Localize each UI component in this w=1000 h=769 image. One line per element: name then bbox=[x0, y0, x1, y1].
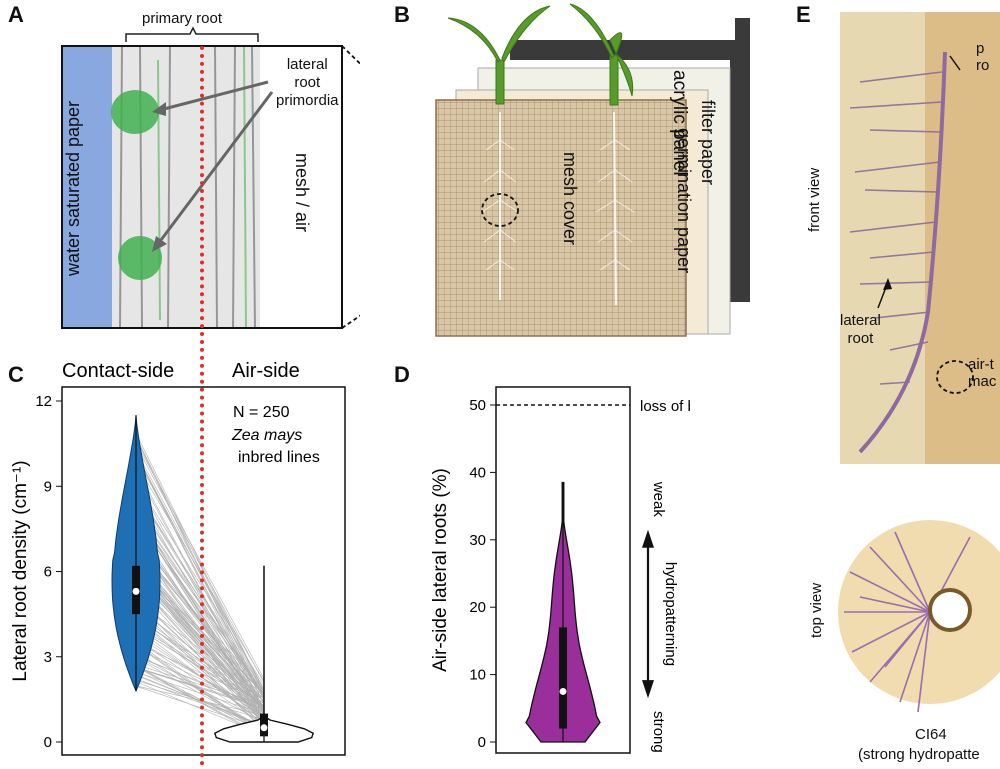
front-view-label: front view bbox=[806, 167, 823, 232]
paper-label: water saturated paper bbox=[63, 100, 84, 277]
air-macro-label: air-t mac bbox=[968, 356, 997, 390]
air-label: mesh / air bbox=[292, 152, 313, 233]
iqr-box bbox=[559, 627, 567, 729]
y-axis-label: Lateral root density (cm⁻¹) bbox=[10, 460, 31, 681]
panel-b-figure bbox=[435, 3, 750, 337]
annotation-species: Zea mays bbox=[231, 427, 302, 444]
arrow-head-down bbox=[642, 680, 654, 699]
mesh-label: mesh cover bbox=[560, 152, 580, 246]
panel-a-letter: A bbox=[8, 2, 24, 27]
filter-label: filter paper bbox=[698, 100, 718, 186]
acrylic-panel bbox=[510, 18, 750, 302]
y-tick-label: 10 bbox=[469, 667, 486, 684]
y-tick-label: 3 bbox=[44, 649, 52, 666]
category-label: Contact-side bbox=[62, 360, 174, 382]
panel-e-figure bbox=[838, 12, 1000, 713]
chart-d-frame bbox=[495, 386, 631, 754]
primordium-lower bbox=[118, 236, 162, 280]
primordia-label: lateral root primordia bbox=[276, 56, 339, 109]
scale-label-bottom: strong bbox=[650, 711, 667, 753]
median-point bbox=[260, 724, 268, 732]
y-tick-label: 9 bbox=[44, 478, 52, 495]
annotation-n: N = 250 bbox=[233, 404, 290, 421]
y-tick-label: 6 bbox=[44, 564, 52, 581]
y-tick-label: 0 bbox=[44, 734, 52, 751]
y-axis-label: Air-side lateral roots (%) bbox=[430, 468, 451, 672]
panel-a-figure bbox=[61, 26, 360, 329]
arrow-head-up bbox=[642, 529, 654, 548]
y-tick-label: 0 bbox=[478, 734, 486, 751]
line-name: CI64 bbox=[915, 726, 947, 743]
y-tick-label: 30 bbox=[469, 532, 486, 549]
divider-line bbox=[200, 46, 204, 766]
median-point bbox=[132, 587, 140, 595]
y-tick-label: 40 bbox=[469, 464, 486, 481]
primordium-upper bbox=[111, 90, 159, 134]
panel-e-letter: E bbox=[796, 2, 811, 27]
scale-label-top: weak bbox=[650, 481, 667, 518]
germination-label: germination paper bbox=[674, 128, 694, 274]
reference-line-label: loss of bias bbox=[640, 398, 690, 415]
panel-b-letter: B bbox=[394, 2, 410, 27]
panel-c-letter: C bbox=[8, 362, 24, 387]
category-label: Air-side bbox=[232, 360, 300, 382]
scale-label-middle: hydropatterning bbox=[662, 562, 679, 666]
line-desc: (strong hydropatte bbox=[858, 746, 980, 763]
y-tick-label: 50 bbox=[469, 397, 486, 414]
top-view-label: top view bbox=[808, 582, 825, 638]
y-tick-label: 20 bbox=[469, 599, 486, 616]
primary-root-cut-label: p ro bbox=[976, 40, 990, 74]
lateral-root-label: lateral root bbox=[840, 312, 881, 347]
y-tick-label: 12 bbox=[35, 393, 52, 410]
primary-root-label: primary root bbox=[142, 10, 223, 27]
annotation-lines: inbred lines bbox=[238, 449, 320, 466]
median-point bbox=[559, 687, 567, 695]
panel-d-letter: D bbox=[394, 362, 410, 387]
